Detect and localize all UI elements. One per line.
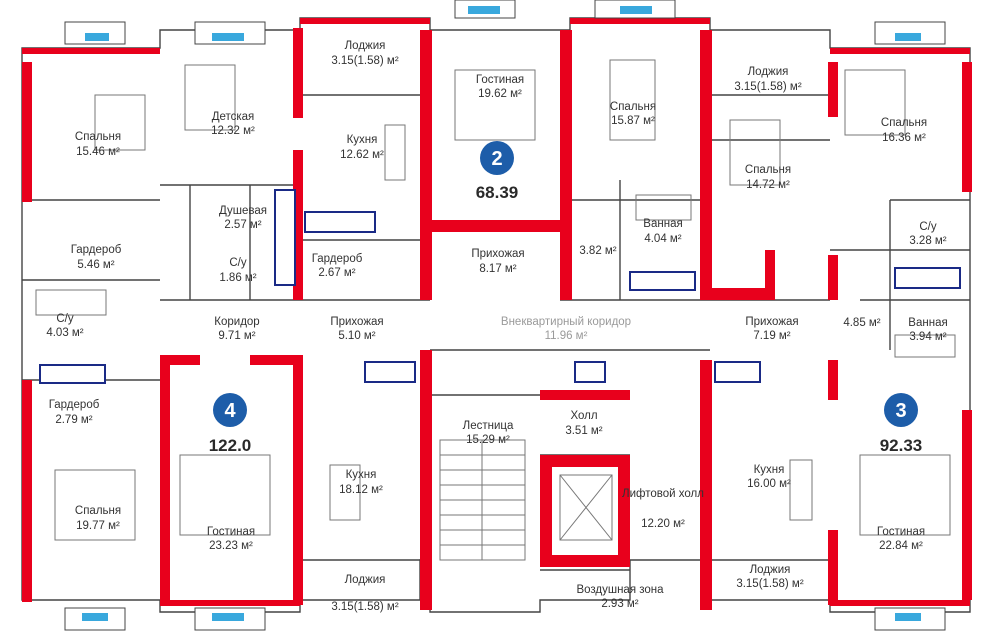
room-area: 3.15(1.58) м² <box>331 601 399 613</box>
room-area: 5.46 м² <box>77 259 114 271</box>
room-area: 1.86 м² <box>219 272 256 284</box>
room-name: Гостиная <box>877 526 925 538</box>
room-area: 3.15(1.58) м² <box>736 578 804 590</box>
room-name: Лоджия <box>345 40 386 52</box>
room-name: Лоджия <box>748 66 789 78</box>
room-name: С/у <box>919 221 937 233</box>
room-area: 22.84 м² <box>879 540 923 552</box>
room-area: 3.28 м² <box>909 235 946 247</box>
room-area: 18.12 м² <box>339 484 383 496</box>
room-name: Спальня <box>881 117 927 129</box>
unit-number: 2 <box>491 148 502 170</box>
room-area: 15.46 м² <box>76 146 120 158</box>
windows <box>64 0 946 631</box>
room-name: Прихожая <box>745 316 798 328</box>
room-name: Холл <box>570 410 597 422</box>
unit-badge-4: 4 122.0 <box>209 393 252 455</box>
room-area: 16.36 м² <box>882 132 926 144</box>
room-area: 19.62 м² <box>478 88 522 100</box>
room-name: Внеквартирный коридор <box>501 316 631 328</box>
room-name: Гардероб <box>71 244 122 256</box>
room-name: Лоджия <box>345 574 386 586</box>
room-area: 2.57 м² <box>224 219 261 231</box>
room-name: Кухня <box>347 134 378 146</box>
room-name: Спальня <box>745 164 791 176</box>
room-labels: Лоджия 3.15(1.58) м² Гостиная 19.62 м² С… <box>46 40 947 613</box>
room-area: 3.51 м² <box>565 425 602 437</box>
room-name: Лоджия <box>750 564 791 576</box>
room-area: 3.15(1.58) м² <box>734 81 802 93</box>
room-name: Кухня <box>346 469 377 481</box>
room-name: Спальня <box>75 131 121 143</box>
room-area: 14.72 м² <box>746 179 790 191</box>
unit-total-area: 92.33 <box>880 436 923 455</box>
room-area: 8.17 м² <box>479 263 516 275</box>
room-name: Гардероб <box>312 253 363 265</box>
room-area: 3.94 м² <box>909 331 946 343</box>
room-area: 9.71 м² <box>218 330 255 342</box>
room-area: 4.04 м² <box>644 233 681 245</box>
room-name: Лифтовой холл <box>622 488 704 500</box>
room-area: 4.85 м² <box>843 317 880 329</box>
room-area: 2.67 м² <box>318 267 355 279</box>
room-name: Коридор <box>214 316 259 328</box>
room-name: Гостиная <box>476 74 524 86</box>
room-area: 15.87 м² <box>611 115 655 127</box>
room-area: 12.32 м² <box>211 125 255 137</box>
room-name: Прихожая <box>330 316 383 328</box>
room-name: Воздушная зона <box>576 584 664 596</box>
room-area: 2.93 м² <box>601 598 638 610</box>
room-area: 5.10 м² <box>338 330 375 342</box>
room-area: 23.23 м² <box>209 540 253 552</box>
room-name: Гардероб <box>49 399 100 411</box>
room-name: Ванная <box>908 317 947 329</box>
room-area: 11.96 м² <box>545 330 588 342</box>
bearing-walls <box>22 18 972 610</box>
room-area: 16.00 м² <box>747 478 791 490</box>
unit-badge-2: 2 68.39 <box>476 141 519 202</box>
room-name: Спальня <box>75 505 121 517</box>
room-area: 4.03 м² <box>46 327 83 339</box>
fixtures <box>39 189 961 384</box>
unit-number: 4 <box>224 400 236 422</box>
room-name: Гостиная <box>207 526 255 538</box>
furniture <box>35 59 956 541</box>
room-area: 2.79 м² <box>55 414 92 426</box>
unit-number: 3 <box>895 400 906 422</box>
staircase <box>439 439 613 561</box>
unit-total-area: 122.0 <box>209 436 252 455</box>
room-area: 19.77 м² <box>76 520 120 532</box>
room-name: Лестница <box>463 420 514 432</box>
room-name: Прихожая <box>471 248 524 260</box>
room-name: Ванная <box>643 218 682 230</box>
room-name: Кухня <box>754 464 785 476</box>
room-area: 12.62 м² <box>340 149 384 161</box>
unit-badge-3: 3 92.33 <box>880 393 923 455</box>
room-area: 15.29 м² <box>466 434 510 446</box>
room-name: Детская <box>212 111 255 123</box>
room-area: 12.20 м² <box>641 518 685 530</box>
room-name: Душевая <box>219 205 267 217</box>
room-name: С/у <box>229 257 247 269</box>
room-name: С/у <box>56 313 74 325</box>
room-area: 7.19 м² <box>753 330 790 342</box>
room-area: 3.15(1.58) м² <box>331 55 399 67</box>
room-name: Спальня <box>610 101 656 113</box>
unit-total-area: 68.39 <box>476 183 519 202</box>
room-area: 3.82 м² <box>579 245 616 257</box>
